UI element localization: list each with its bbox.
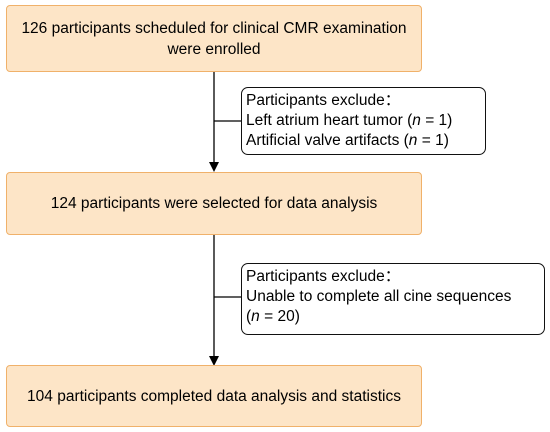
exclusion-2-item-2: (n = 20) (246, 308, 300, 325)
exclusion-box-1: Participants exclude： Left atrium heart … (241, 87, 486, 155)
exclusion-2-item-1: Unable to complete all cine sequences (246, 288, 512, 305)
selected-box: 124 participants were selected for data … (6, 172, 422, 235)
completed-text: 104 participants completed data analysis… (27, 387, 401, 405)
enrolled-line-2: were enrolled (167, 40, 261, 58)
exclusion-box-2: Participants exclude： Unable to complete… (241, 263, 545, 335)
exclusion-1-item-1: Left atrium heart tumor (n = 1) (246, 112, 453, 129)
exclusion-2-title: Participants exclude： (246, 268, 401, 285)
selected-text: 124 participants were selected for data … (50, 195, 378, 212)
enrolled-box: 126 participants scheduled for clinical … (6, 5, 422, 72)
enrolled-line-1: 126 participants scheduled for clinical … (21, 19, 407, 37)
exclusion-1-item-2: Artificial valve artifacts (n = 1) (246, 132, 449, 149)
exclusion-1-title: Participants exclude： (246, 92, 401, 109)
completed-box: 104 participants completed data analysis… (6, 365, 422, 427)
